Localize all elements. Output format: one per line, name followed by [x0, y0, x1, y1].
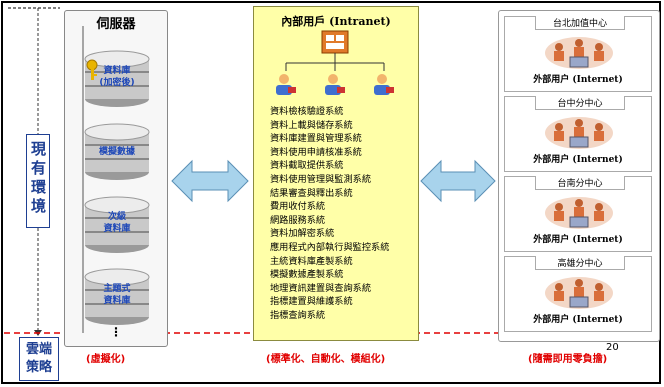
system-item: 資料使用申請核准系統 — [270, 146, 362, 158]
center-name: 台南分中心 — [535, 176, 625, 190]
kaohsiung-center-box[interactable]: 高雄分中心 外部用户 (Internet) — [504, 256, 652, 332]
on-demand-note: (隨需即用零負擔) — [528, 354, 608, 365]
people-group-icon — [545, 37, 613, 69]
cloud-strategy-text: 雲端 策略 — [25, 342, 52, 375]
center-name: 台中分中心 — [535, 96, 625, 110]
external-user-label: 外部用户 (Internet) — [533, 235, 623, 245]
system-item: 費用收付系統 — [270, 201, 326, 213]
more-items-ellipsis: ⋮ — [110, 325, 122, 339]
external-user-label: 外部用户 (Internet) — [533, 315, 623, 325]
system-item: 資料上載與儲存系統 — [270, 119, 353, 131]
system-item: 地理資訊建置與查詢系統 — [270, 282, 372, 294]
people-group-icon — [545, 197, 613, 229]
cloud-strategy-label: 雲端 策略 — [20, 341, 58, 377]
disk-stack-icon — [84, 50, 150, 107]
disk-stack-icon — [84, 123, 150, 180]
intranet-title: 內部用戶 (Intranet) — [281, 15, 391, 28]
system-list: 資料檢核驗證系統 資料上載與儲存系統 資料庫建置與管理系統 資料使用申請核准系統… — [270, 105, 416, 323]
bidirectional-arrow-left — [171, 159, 249, 203]
people-group-icon — [545, 277, 613, 309]
taipei-center-box[interactable]: 台北加值中心 外部用户 (Internet) — [504, 16, 652, 92]
system-item: 資料檢核驗證系統 — [270, 106, 344, 117]
standardization-note: (標準化、自動化、模組化) — [266, 354, 386, 365]
user-icon — [276, 74, 296, 95]
user-icon — [325, 74, 345, 95]
intranet-panel: 內部用戶 (Intranet) 資料檢核驗證系統 資料上載與儲存系統 資料庫建 — [253, 6, 419, 341]
system-item: 結果審查與釋出系統 — [270, 187, 353, 199]
system-item: 指標建置與維護系統 — [270, 296, 353, 308]
database-encrypted-disk[interactable]: 資料庫 (加密後) — [75, 41, 159, 113]
system-item: 資料庫建置與管理系統 — [270, 133, 362, 145]
disk-label: 模擬數據 — [98, 147, 135, 157]
cloud-strategy-label-box: 雲端 策略 — [19, 337, 59, 381]
system-item: 資料截取提供系統 — [270, 160, 344, 172]
current-env-label: 現有環境 — [29, 141, 47, 217]
disk-label: 次級 資料庫 — [103, 212, 131, 234]
thematic-database-disk[interactable]: 主題式 資料庫 — [75, 259, 159, 331]
key-icon — [86, 59, 98, 80]
simulation-data-disk[interactable]: 模擬數據 — [75, 114, 159, 186]
system-item: 網路服務系統 — [270, 214, 326, 226]
secondary-database-disk[interactable]: 次級 資料庫 — [75, 187, 159, 259]
people-group-icon — [545, 117, 613, 149]
center-name: 台北加值中心 — [535, 16, 625, 30]
disk-label: 主題式 資料庫 — [103, 284, 131, 306]
system-item: 資料使用管理與監測系統 — [270, 173, 372, 185]
server-title: 伺服器 — [96, 17, 136, 32]
page-number: 20 — [606, 342, 619, 353]
server-panel: 伺服器 資料庫 (加密後) 模擬數據 — [64, 10, 168, 347]
system-item: 應用程式內部執行與監控系統 — [270, 241, 390, 253]
system-item: 指標查詢系統 — [270, 309, 326, 321]
disk-stack-icon — [84, 196, 150, 253]
disk-stack-icon — [84, 268, 150, 325]
tainan-center-box[interactable]: 台南分中心 外部用户 (Internet) — [504, 176, 652, 252]
external-user-label: 外部用户 (Internet) — [533, 155, 623, 165]
user-icon — [374, 74, 394, 95]
system-item: 主統資料庫產製系統 — [270, 255, 353, 267]
system-item: 模擬數據產製系統 — [270, 269, 344, 281]
server-panel-arrow — [82, 26, 84, 333]
taichung-center-box[interactable]: 台中分中心 外部用户 (Internet) — [504, 96, 652, 172]
virtualization-note: (虛擬化) — [86, 354, 126, 365]
system-item: 資料加解密系統 — [270, 228, 335, 240]
current-env-label-box: 現有環境 — [26, 134, 50, 228]
center-name: 高雄分中心 — [535, 256, 625, 270]
external-user-label: 外部用户 (Internet) — [533, 75, 623, 85]
intranet-network-graphic — [276, 30, 394, 95]
bidirectional-arrow-right — [420, 159, 496, 203]
disk-label: 資料庫 (加密後) — [99, 66, 135, 88]
